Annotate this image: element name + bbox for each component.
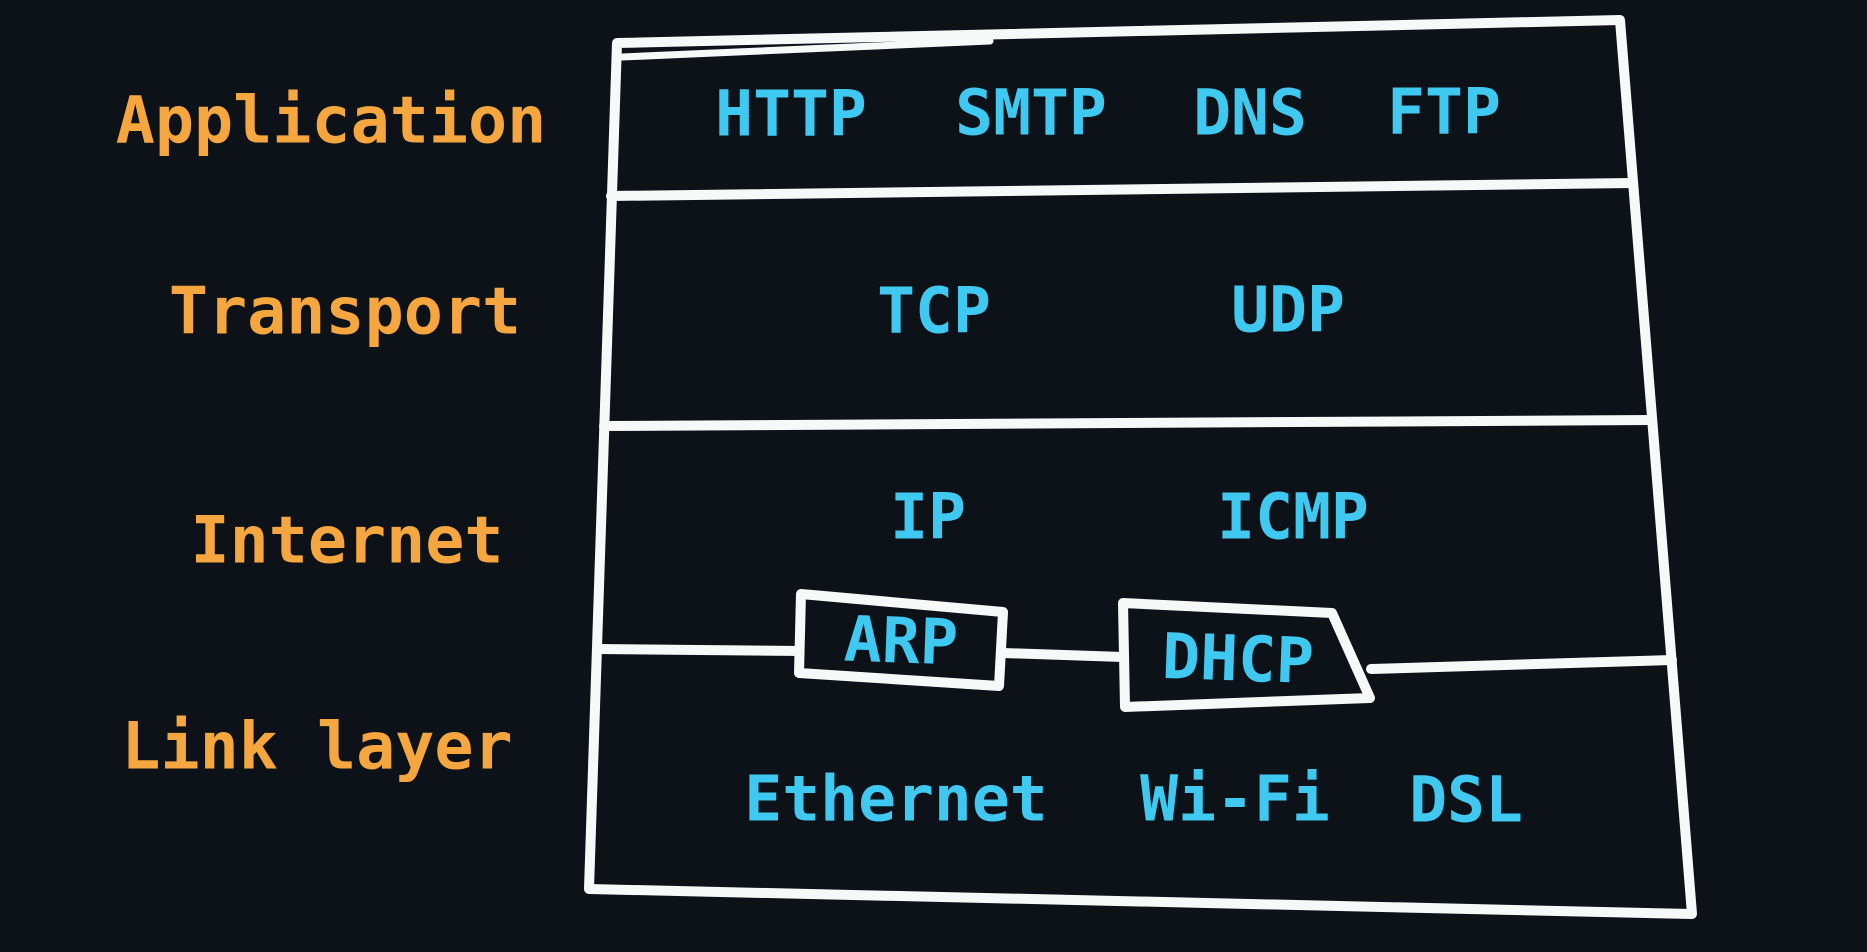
arp-box: [794, 589, 1008, 691]
stack-outer-box: [584, 15, 1697, 919]
protocol-ethernet: Ethernet: [744, 762, 1048, 836]
divider-internet-link-middle: [998, 648, 1128, 662]
layer-label-link-layer: Link layer: [121, 709, 513, 785]
protocol-ip: IP: [890, 480, 966, 554]
divider-application-transport: [606, 178, 1638, 201]
protocol-arp: ARP: [842, 602, 960, 680]
protocol-smtp: SMTP: [955, 76, 1107, 150]
protocol-ftp: FTP: [1387, 75, 1501, 149]
protocol-icmp: ICMP: [1217, 480, 1369, 554]
sketch-overstroke: [618, 37, 994, 61]
divider-internet-link-left: [592, 644, 806, 656]
protocol-http: HTTP: [715, 77, 867, 151]
divider-transport-internet: [599, 415, 1657, 431]
divider-internet-link-right: [1366, 655, 1677, 674]
layer-label-transport: Transport: [168, 274, 522, 350]
layer-label-application: Application: [115, 83, 547, 159]
layer-label-internet: Internet: [190, 503, 504, 579]
protocol-dsl: DSL: [1409, 763, 1523, 837]
dhcp-box: [1118, 598, 1375, 712]
protocol-tcp: TCP: [877, 274, 991, 348]
protocol-dhcp: DHCP: [1160, 619, 1316, 699]
protocol-udp: UDP: [1231, 273, 1345, 347]
protocol-wifi: Wi-Fi: [1140, 762, 1330, 836]
protocol-dns: DNS: [1193, 76, 1307, 150]
